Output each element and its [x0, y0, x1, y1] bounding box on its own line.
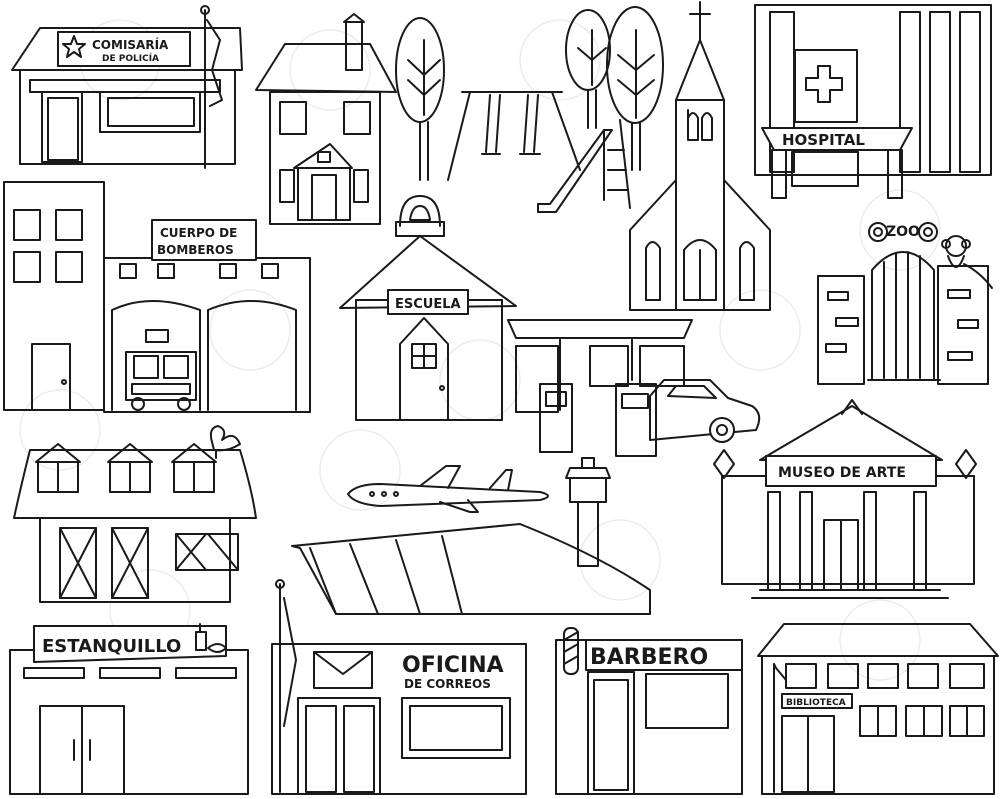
fire-truck	[125, 329, 197, 411]
zoo-sign: ZOO	[886, 224, 920, 240]
police-sign-line2: DE POLICÍA	[102, 52, 159, 64]
fire-station: CUERPO DE BOMBEROS	[3, 181, 311, 413]
hospital-sign: HOSPITAL	[782, 131, 865, 149]
watermark-pattern	[19, 19, 941, 681]
police-sign-line1: COMISARÍA	[92, 37, 169, 52]
airplane	[347, 465, 549, 513]
star-icon	[62, 35, 86, 58]
church	[629, 1, 771, 311]
barber-sign: BARBERO	[590, 645, 708, 670]
monkey-icon	[941, 235, 993, 289]
house	[255, 13, 397, 225]
fire-sign-line1: CUERPO DE	[160, 226, 237, 240]
library: BIBLIOTECA	[757, 623, 999, 795]
post-office: OFICINA DE CORREOS	[271, 579, 527, 795]
barber-shop: BARBERO	[555, 627, 743, 795]
barber-pole	[563, 627, 579, 675]
dormer-window	[171, 443, 217, 493]
library-sign: BIBLIOTECA	[786, 698, 846, 708]
police-station: COMISARÍA DE POLICÍA	[11, 5, 243, 169]
post-sign-line2: DE CORREOS	[404, 677, 491, 691]
tree-right	[606, 6, 664, 171]
gas-pump-right	[615, 383, 657, 457]
dormer-window	[35, 443, 81, 493]
dormer-window	[107, 443, 153, 493]
zoo: ZOO	[817, 222, 993, 385]
gas-station	[507, 319, 761, 457]
car	[649, 379, 761, 443]
cross-icon	[805, 65, 843, 103]
post-sign-line1: OFICINA	[402, 653, 504, 678]
hospital: HOSPITAL	[754, 4, 992, 199]
envelope-icon	[313, 651, 373, 689]
gas-pump-left	[539, 383, 573, 453]
tree-mid	[565, 9, 611, 129]
kiosk-sign: ESTANQUILLO	[42, 636, 181, 657]
control-tower	[565, 457, 611, 567]
kiosk-store: ESTANQUILLO	[9, 623, 249, 797]
airport	[291, 457, 651, 615]
tree-left	[395, 17, 445, 181]
playground	[447, 91, 631, 213]
fire-sign-line2: BOMBEROS	[157, 243, 234, 257]
school: ESCUELA	[339, 195, 517, 421]
school-sign: ESCUELA	[395, 297, 461, 312]
museum-sign: MUSEO DE ARTE	[778, 465, 906, 481]
farmhouse	[13, 425, 257, 603]
rooster-icon	[209, 425, 241, 452]
art-museum: MUSEO DE ARTE	[713, 399, 977, 599]
bell-icon	[399, 195, 441, 227]
